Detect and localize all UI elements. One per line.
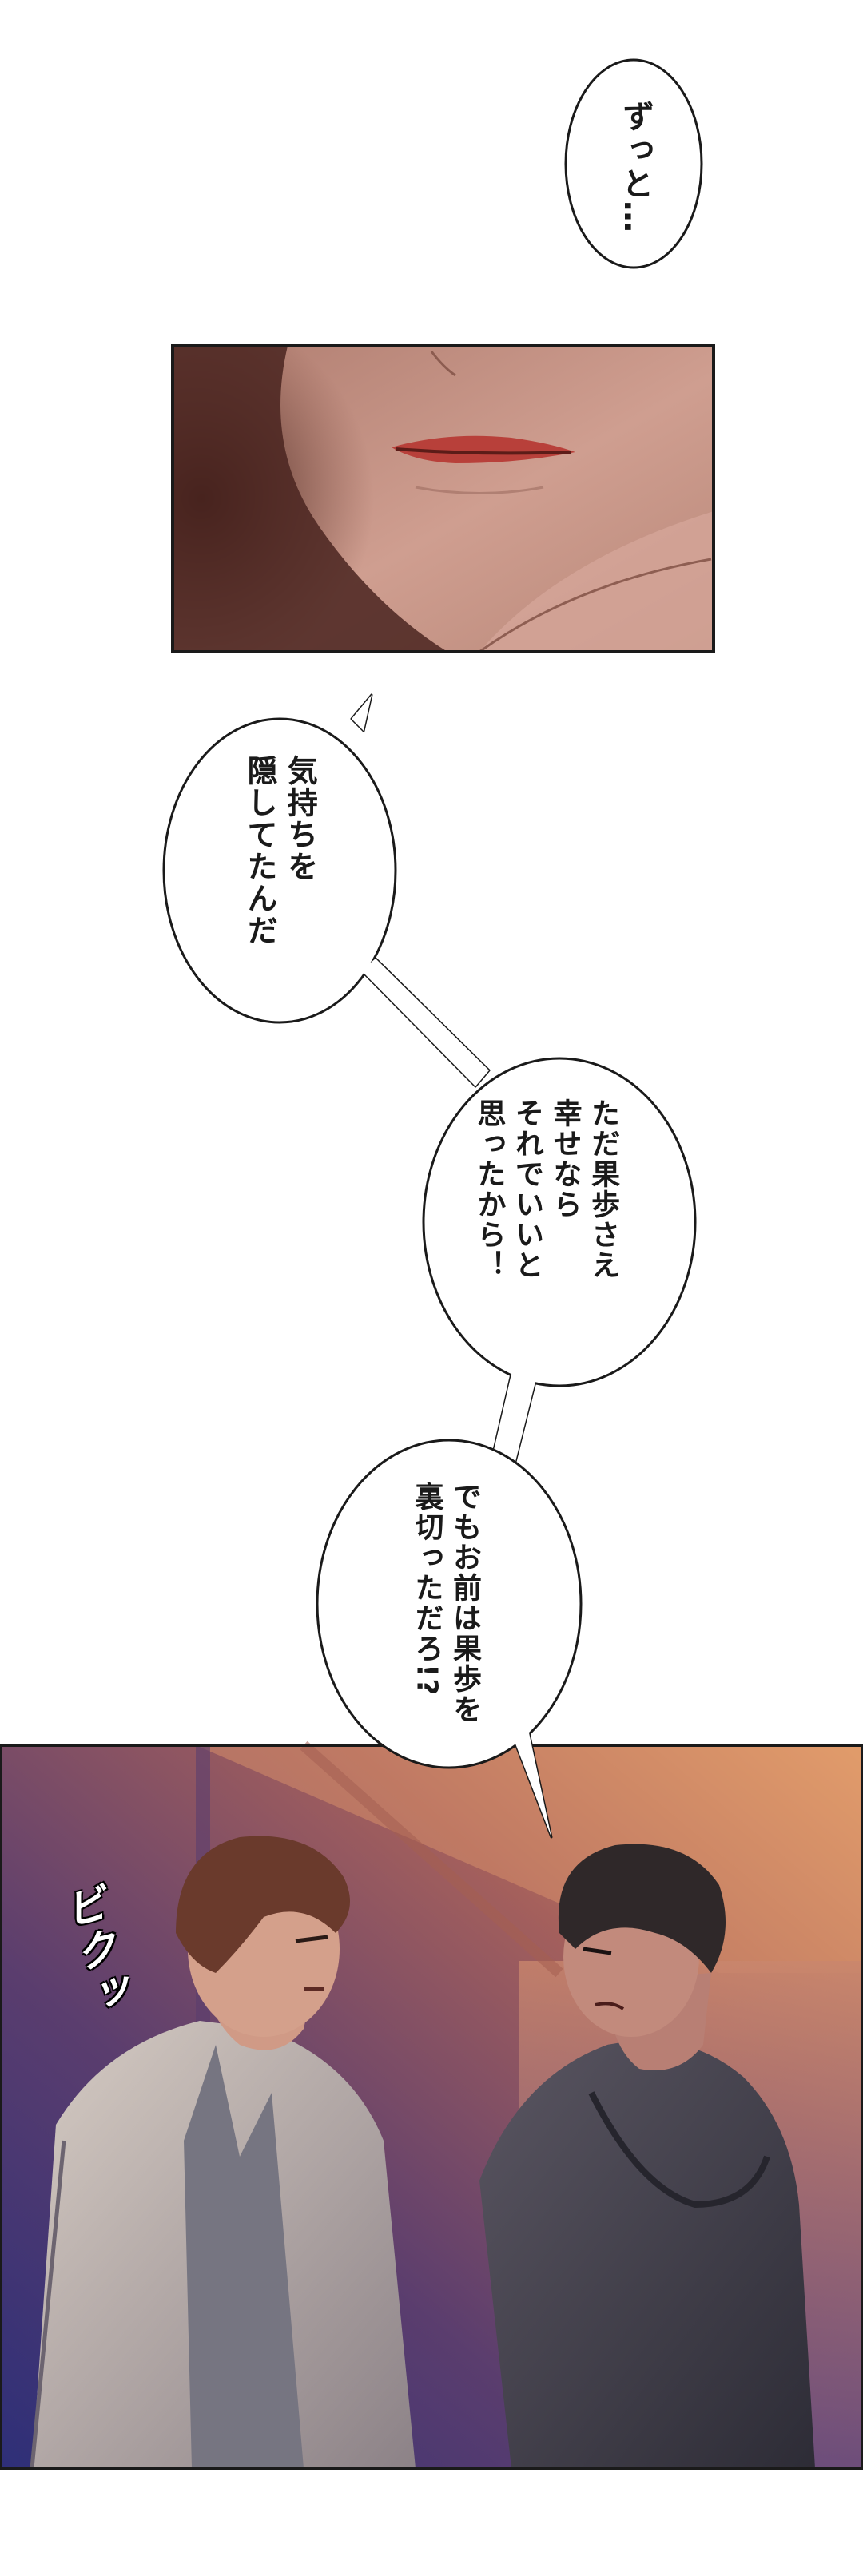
bubble-4-shape xyxy=(316,1439,583,1839)
bubble-2-shape xyxy=(162,693,491,1088)
panel-mouth-closeup xyxy=(171,344,715,653)
bubble-1-text: ずっと… xyxy=(616,100,654,234)
bubble-1-shape xyxy=(564,58,703,269)
panel-confrontation xyxy=(0,1740,863,2470)
bubble-2-text: 気持ちを 隠してたんだ xyxy=(242,755,318,947)
character-left-man xyxy=(30,1836,416,2469)
bubble-4-text: でもお前は果歩を 裏切っただろ!? xyxy=(410,1482,482,1725)
bubble-3-text: ただ果歩さえ 幸せなら それでいいと 思ったから！ xyxy=(472,1098,620,1280)
character-right-man xyxy=(479,1844,815,2468)
